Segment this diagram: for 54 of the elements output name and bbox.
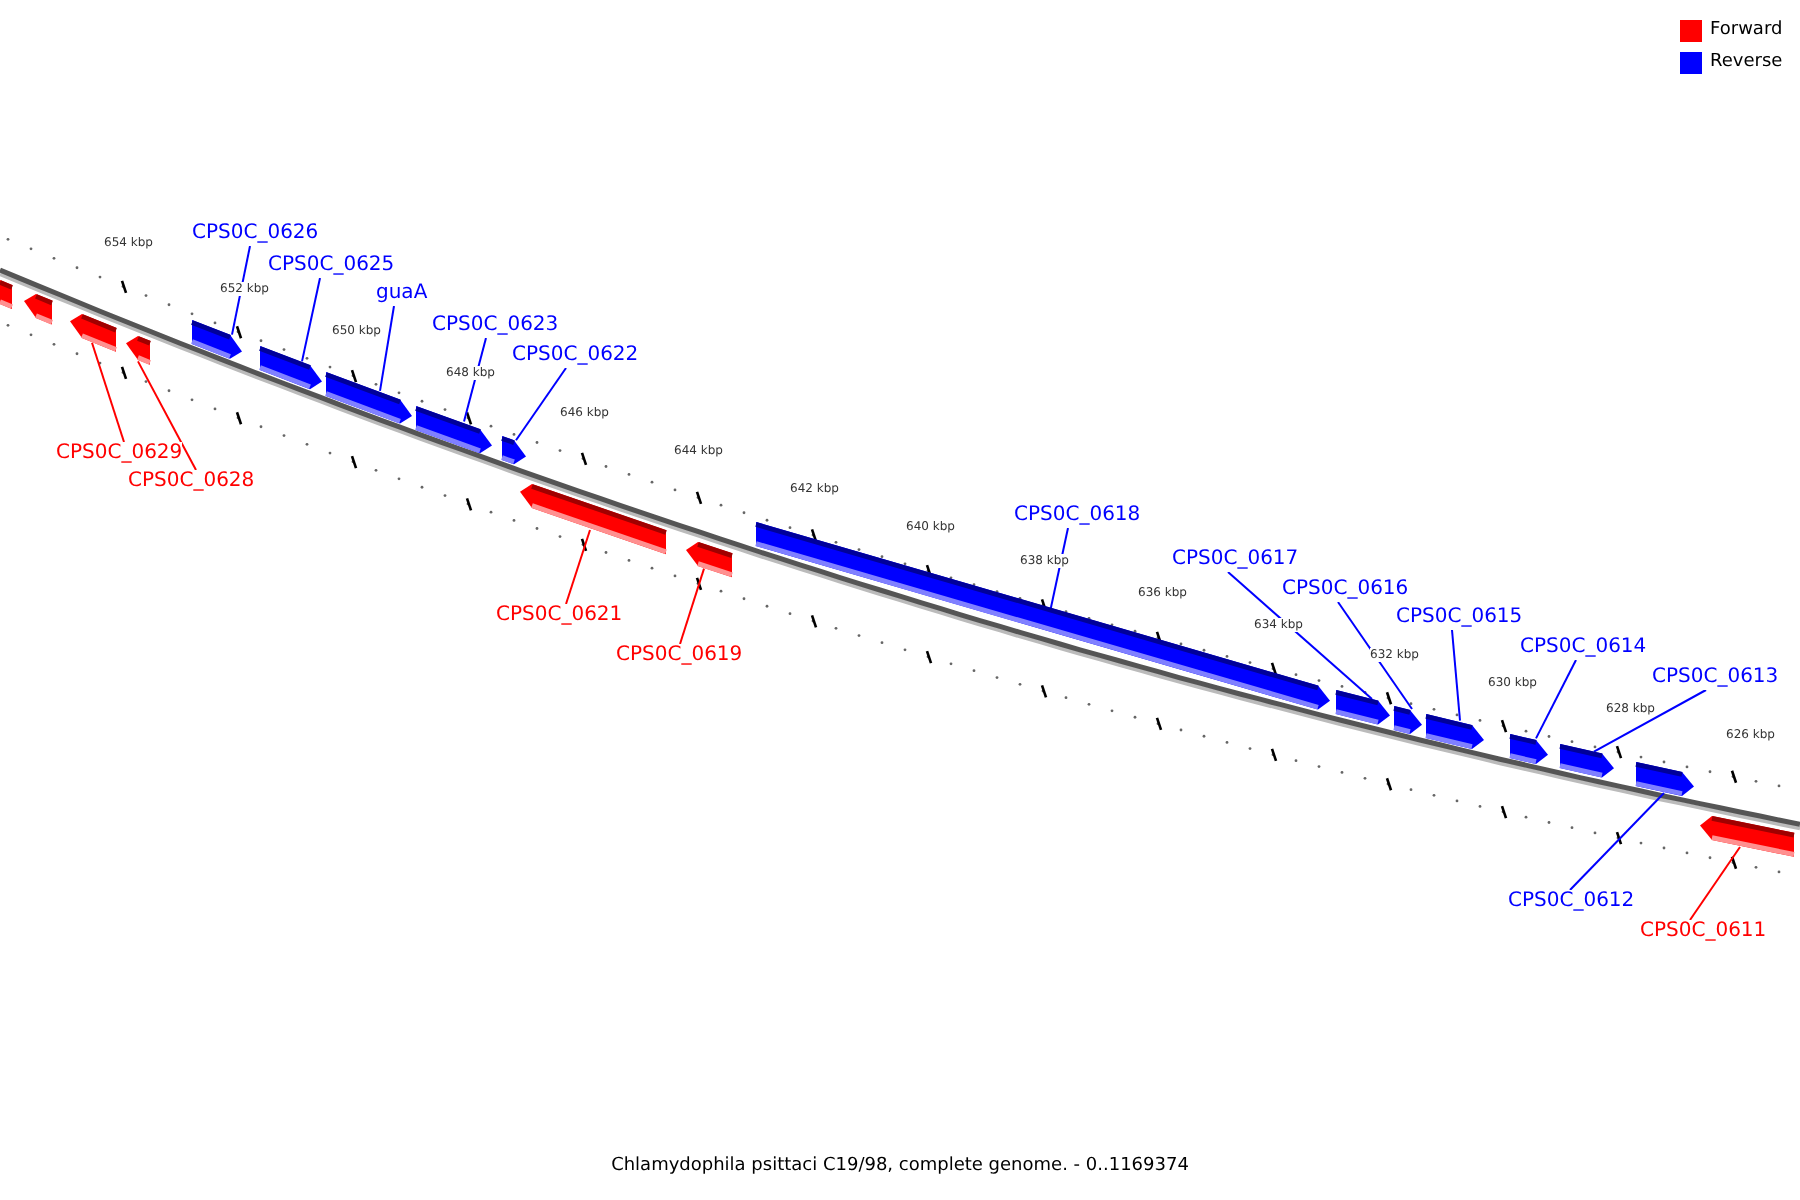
leader-line — [1227, 571, 1373, 700]
legend-label: Reverse — [1710, 50, 1783, 76]
leader-line — [565, 529, 591, 605]
leader-line — [91, 341, 125, 443]
gene-feature — [1426, 713, 1484, 749]
leader-line — [515, 367, 567, 442]
gene-label: CPS0C_0619 — [616, 644, 743, 668]
gene-label: CPS0C_0623 — [432, 314, 559, 338]
leader-line — [1451, 629, 1461, 722]
leader-line — [231, 245, 251, 336]
leader-line — [1337, 601, 1413, 710]
leader-line — [1535, 659, 1577, 740]
legend-label: Forward — [1710, 18, 1783, 44]
gene-feature — [1336, 690, 1390, 726]
leader-line — [1689, 846, 1741, 921]
caption: Chlamydophila psittaci C19/98, complete genome. - 0..1169374 — [611, 1156, 1189, 1176]
gene-feature — [326, 371, 412, 424]
gene-label: CPS0C_0615 — [1396, 606, 1523, 630]
gene-feature — [24, 294, 52, 326]
gene-feature — [416, 405, 492, 453]
leader-line — [679, 567, 705, 645]
gene-feature — [520, 484, 666, 555]
gene-label: CPS0C_0613 — [1652, 666, 1779, 690]
leader-line — [379, 305, 395, 392]
gene-feature — [1394, 705, 1422, 734]
gene-feature — [192, 319, 242, 359]
leader-line — [1569, 792, 1665, 891]
leader-line — [1593, 689, 1707, 753]
gene-feature — [1510, 733, 1548, 764]
gene-label: CPS0C_0614 — [1520, 636, 1647, 660]
gene-label: CPS0C_0611 — [1640, 920, 1767, 944]
gene-feature — [1700, 816, 1794, 857]
gene-feature — [126, 336, 150, 366]
gene-label: CPS0C_0621 — [496, 604, 623, 628]
leader-line — [463, 337, 487, 423]
gene-label: CPS0C_0628 — [128, 470, 255, 494]
gene-label: CPS0C_0625 — [268, 254, 395, 278]
gene-label: CPS0C_0626 — [192, 222, 319, 246]
gene-label: CPS0C_0612 — [1508, 890, 1635, 914]
gene-feature — [686, 541, 732, 577]
leader-line — [137, 360, 197, 471]
leader-line — [1049, 527, 1069, 613]
gene-feature — [260, 346, 322, 390]
gene-label: CPS0C_0622 — [512, 344, 639, 368]
leader-line — [301, 277, 321, 363]
gene-label: guaA — [376, 282, 428, 306]
gene-label: CPS0C_0629 — [56, 442, 183, 466]
gene-label: CPS0C_0617 — [1172, 548, 1299, 572]
gene-label: CPS0C_0616 — [1282, 578, 1409, 602]
gene-feature — [70, 313, 116, 352]
gene-feature — [1636, 761, 1694, 796]
gene-feature — [502, 436, 526, 465]
gene-label: CPS0C_0618 — [1014, 504, 1141, 528]
gene-feature — [1560, 744, 1614, 779]
